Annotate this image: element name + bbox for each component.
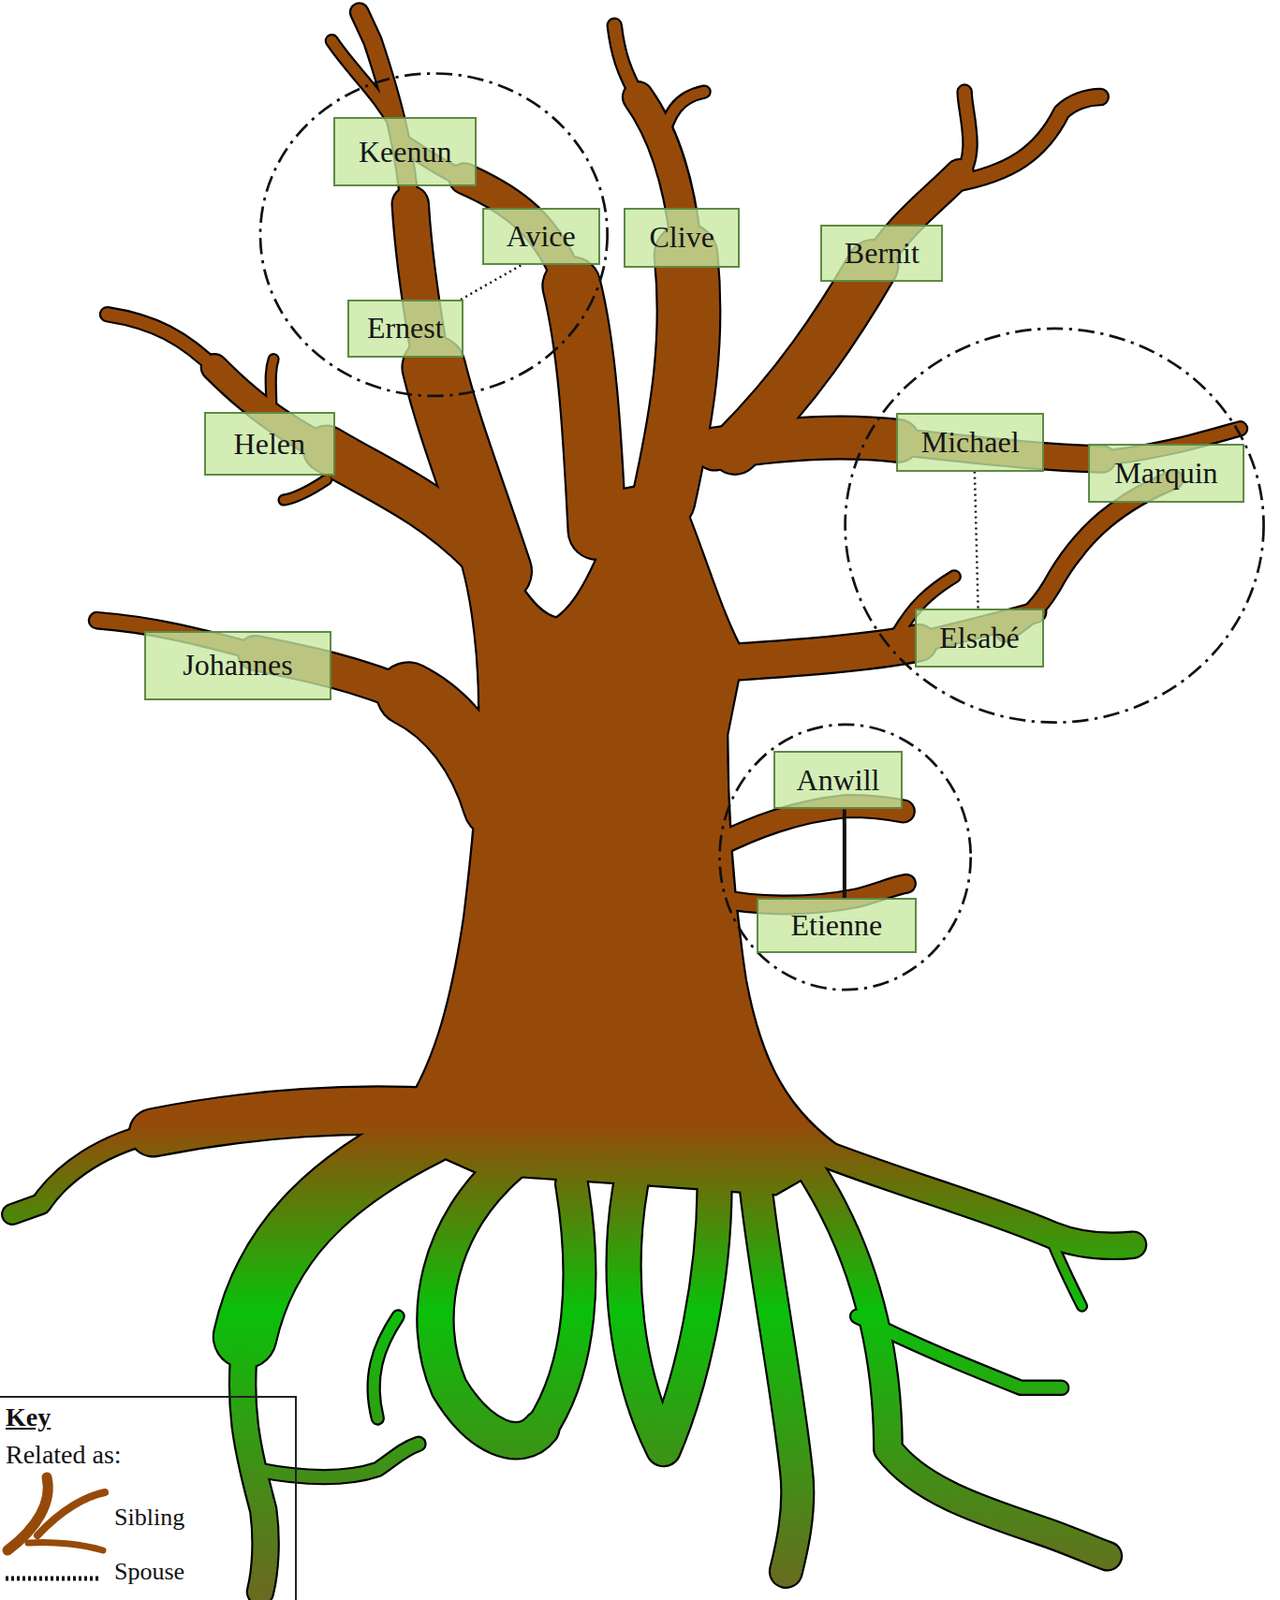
trunk-outline xyxy=(387,479,848,1194)
name-box: Clive xyxy=(623,207,740,267)
trunk xyxy=(387,479,848,1194)
person-name: Marquin xyxy=(1114,456,1218,490)
name-box: Ernest xyxy=(347,299,464,357)
name-box: Elsabé xyxy=(914,608,1045,668)
person-name: Avice xyxy=(506,220,576,253)
name-box: Johannes xyxy=(144,631,333,701)
name-box: Keenun xyxy=(333,117,477,187)
name-box: Marquin xyxy=(1088,443,1245,503)
person-name: Ernest xyxy=(367,311,444,345)
group-circles xyxy=(260,73,1265,990)
person-name: Helen xyxy=(234,427,306,461)
person-name: Bernit xyxy=(844,236,920,270)
branches xyxy=(12,12,1240,1592)
spouse-line xyxy=(974,471,979,609)
name-box: Bernit xyxy=(820,224,943,282)
legend-entry: Sibling xyxy=(114,1503,185,1532)
person-name: Anwill xyxy=(796,764,881,797)
name-box: Avice xyxy=(482,207,601,265)
person-name: Elsabé xyxy=(939,621,1019,655)
branch-outlines xyxy=(12,12,1240,1592)
person-name: Michael xyxy=(921,426,1020,459)
name-box: Helen xyxy=(204,411,336,476)
person-name: Keenun xyxy=(358,135,453,169)
sibling-sample xyxy=(7,1477,105,1551)
person-name: Etienne xyxy=(790,909,883,942)
spouse-line xyxy=(459,264,521,300)
legend-entry: Spouse xyxy=(114,1558,185,1587)
name-box: Etienne xyxy=(756,897,917,954)
name-box: Michael xyxy=(896,412,1045,471)
legend-subheading: Related as: xyxy=(5,1440,122,1471)
person-name: Clive xyxy=(649,220,715,254)
spouse-sample xyxy=(5,1576,102,1582)
name-box: Anwill xyxy=(773,750,902,810)
spouse-line xyxy=(842,809,847,898)
legend-heading: Key xyxy=(5,1402,51,1433)
person-name: Johannes xyxy=(182,648,293,682)
